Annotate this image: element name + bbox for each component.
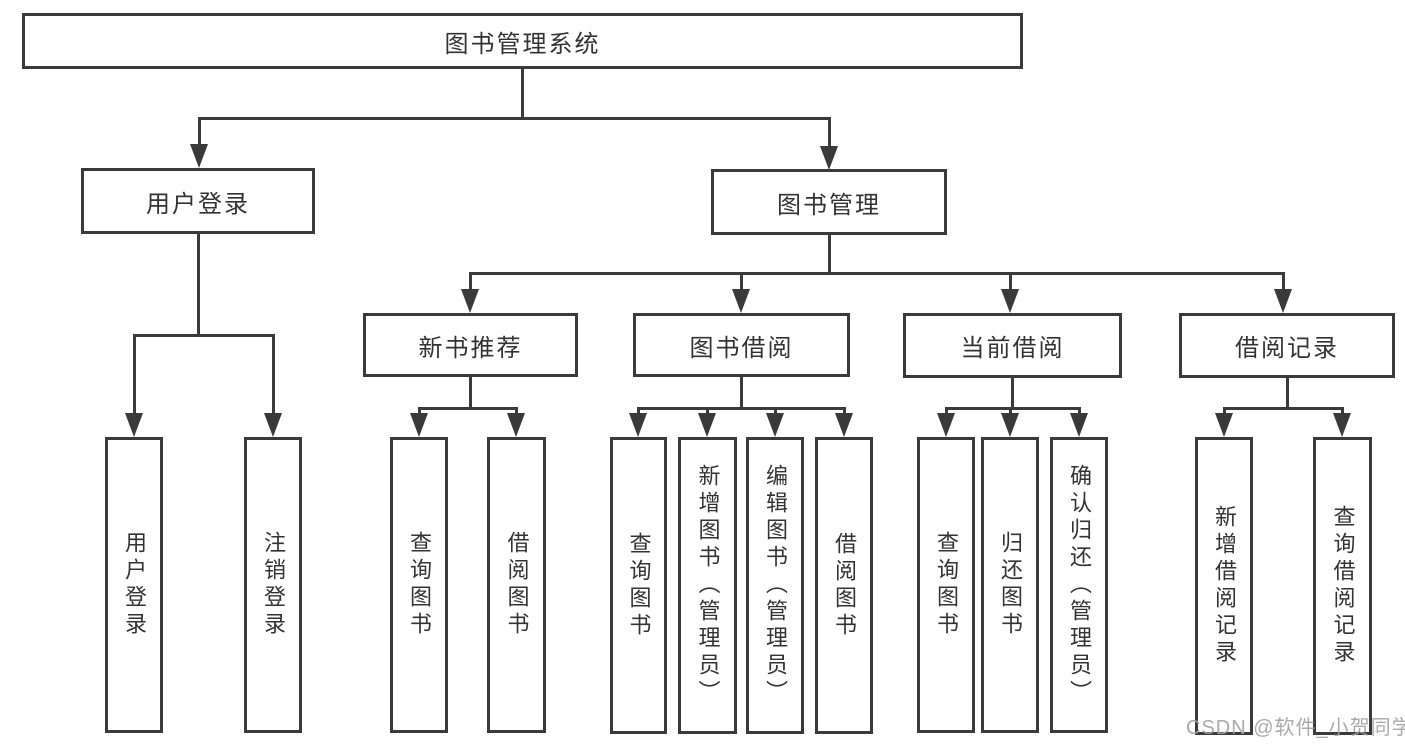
node-label: 图书管理系统	[444, 30, 601, 58]
node-borrow-records: 借阅记录	[1179, 313, 1395, 378]
connector-rail	[418, 407, 518, 410]
leaf-return-books: 归还图书	[981, 437, 1039, 733]
connector-to-leaf	[418, 407, 421, 416]
leaf-confirm-return-admin: 确认归还（管理员）	[1050, 437, 1108, 733]
arrow-down-icon	[125, 413, 143, 437]
node-current-borrow: 当前借阅	[903, 313, 1122, 378]
leaf-query-books-current: 查询图书	[917, 437, 975, 733]
arrow-down-icon	[835, 413, 853, 437]
connector-book-borrow-stem	[740, 377, 743, 410]
connector-book-management-stem	[828, 235, 831, 275]
connector-to-leaf	[774, 407, 777, 416]
node-label: 新增图书（管理员）	[695, 464, 721, 707]
connector-to-leaf	[272, 334, 275, 414]
arrow-down-icon	[732, 289, 750, 313]
connector-to-leaf	[1078, 407, 1081, 416]
arrow-down-icon	[1274, 289, 1292, 313]
connector-borrow-records-stem	[1286, 378, 1289, 410]
arrow-down-icon	[1001, 413, 1019, 437]
arrow-down-icon	[410, 413, 428, 437]
connector-to-borrow-records	[1282, 272, 1285, 291]
node-label: 注销登录	[261, 531, 286, 639]
leaf-borrow-books: 借阅图书	[815, 437, 873, 734]
connector-to-leaf	[843, 407, 846, 416]
connector-rail	[637, 407, 845, 410]
connector-to-leaf	[1341, 407, 1344, 416]
node-label: 编辑图书（管理员）	[763, 464, 788, 707]
node-new-book-recommend: 新书推荐	[363, 313, 578, 377]
arrow-down-icon	[1070, 413, 1088, 437]
node-label: 图书管理	[777, 191, 881, 219]
connector-user-login-rail	[133, 334, 274, 337]
leaf-query-books-borrow: 查询图书	[610, 437, 667, 734]
leaf-query-borrow-record: 查询借阅记录	[1313, 437, 1372, 735]
leaf-query-books-recommend: 查询图书	[390, 437, 448, 733]
node-label: 确认归还（管理员）	[1067, 463, 1092, 707]
leaf-borrow-books-recommend: 借阅图书	[487, 437, 546, 733]
node-label: 新书推荐	[418, 334, 523, 362]
connector-to-user-login	[198, 117, 201, 146]
connector-to-leaf	[1223, 407, 1226, 416]
node-label: 查询图书	[934, 531, 959, 639]
connector-to-book-management	[828, 117, 831, 148]
arrow-down-icon	[820, 146, 838, 170]
node-label: 借阅图书	[504, 531, 530, 639]
arrow-down-icon	[461, 289, 479, 313]
node-root: 图书管理系统	[22, 13, 1023, 69]
arrow-down-icon	[629, 413, 647, 437]
connector-to-leaf	[945, 407, 948, 416]
leaf-add-book-admin: 新增图书（管理员）	[678, 437, 737, 734]
arrow-down-icon	[1333, 413, 1351, 437]
node-label: 当前借阅	[960, 335, 1065, 362]
connector-new-book-rec-stem	[469, 377, 472, 410]
connector-current-borrow-stem	[1011, 378, 1014, 410]
connector-user-login-stem	[197, 234, 200, 336]
arrow-down-icon	[1215, 413, 1233, 437]
connector-rail	[1223, 407, 1343, 410]
connector-root-stem	[521, 69, 524, 119]
leaf-user-login: 用户登录	[105, 437, 163, 733]
connector-to-leaf	[133, 334, 136, 414]
connector-to-new-book-rec	[469, 272, 472, 291]
connector-level3-rail	[469, 272, 1284, 275]
node-label: 用户登录	[146, 190, 250, 218]
connector-to-leaf	[706, 407, 709, 416]
node-label: 查询借阅记录	[1330, 505, 1356, 667]
node-label: 新增借阅记录	[1212, 505, 1237, 667]
csdn-watermark: CSDN @软件_小贺同学	[1186, 717, 1405, 739]
node-user-login: 用户登录	[81, 168, 315, 234]
connector-to-book-borrow	[740, 272, 743, 291]
node-label: 查询图书	[626, 531, 652, 640]
arrow-down-icon	[507, 413, 525, 437]
arrow-down-icon	[698, 413, 716, 437]
node-book-borrow: 图书借阅	[633, 313, 850, 377]
node-book-management: 图书管理	[711, 169, 947, 235]
connector-to-leaf	[515, 407, 518, 416]
arrow-down-icon	[937, 413, 955, 437]
connector-to-leaf	[1009, 407, 1012, 416]
leaf-logout: 注销登录	[244, 437, 302, 733]
node-label: 查询图书	[407, 531, 432, 639]
leaf-add-borrow-record: 新增借阅记录	[1195, 437, 1253, 735]
connector-to-current-borrow	[1009, 272, 1012, 291]
leaf-edit-book-admin: 编辑图书（管理员）	[746, 437, 804, 734]
node-label: 借阅记录	[1235, 335, 1339, 362]
connector-rail	[945, 407, 1080, 410]
arrow-down-icon	[1001, 289, 1019, 313]
connector-to-leaf	[637, 407, 640, 416]
node-label: 归还图书	[998, 531, 1023, 639]
node-label: 图书借阅	[689, 334, 794, 362]
connector-level2-rail	[198, 117, 831, 120]
arrow-down-icon	[766, 413, 784, 437]
node-label: 用户登录	[122, 531, 147, 639]
node-label: 借阅图书	[832, 531, 857, 640]
arrow-down-icon	[190, 144, 208, 168]
arrow-down-icon	[264, 413, 282, 437]
